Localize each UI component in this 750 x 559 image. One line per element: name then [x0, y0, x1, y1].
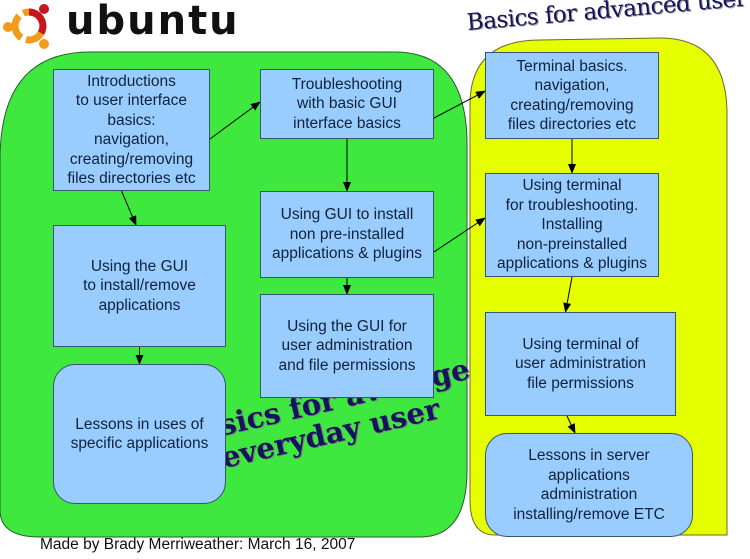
ubuntu-logo-text: ubuntu — [66, 0, 240, 44]
box-gui-install-non-preinstalled: Using GUI to install non pre-installed a… — [260, 191, 434, 278]
box-gui-install-remove: Using the GUI to install/remove applicat… — [53, 225, 226, 347]
box-terminal-user-admin: Using terminal of user administration fi… — [485, 312, 676, 416]
box-intro-ui-basics: Introductions to user interface basics: … — [53, 69, 210, 191]
ubuntu-circle-of-friends-icon — [3, 4, 49, 49]
box-gui-user-admin: Using the GUI for user administration an… — [260, 294, 434, 398]
box-server-lessons: Lessons in server applications administr… — [485, 433, 693, 537]
box-terminal-troubleshoot: Using terminal for troubleshooting. Inst… — [485, 173, 659, 277]
box-terminal-basics: Terminal basics. navigation, creating/re… — [485, 52, 659, 139]
box-troubleshoot-gui: Troubleshooting with basic GUI interface… — [260, 69, 434, 139]
box-lessons-specific-apps: Lessons in uses of specific applications — [53, 364, 226, 504]
footer-credit: Made by Brady Merriweather: March 16, 20… — [40, 536, 356, 553]
